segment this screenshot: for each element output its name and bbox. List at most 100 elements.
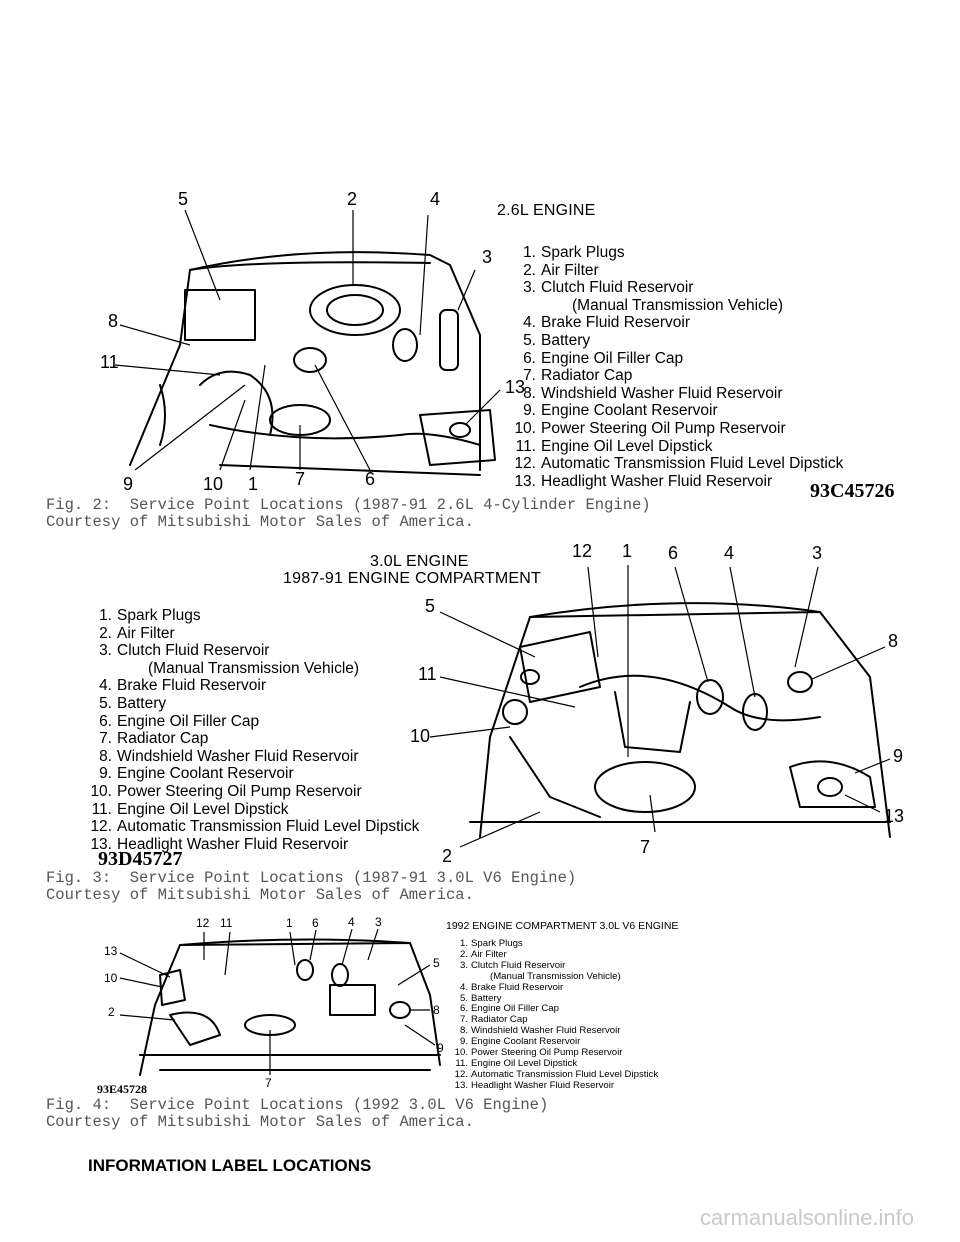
legend-list: 1.Spark Plugs 2.Air Filter 3.Clutch Flui… [86,607,419,853]
engine-title: 1992 ENGINE COMPARTMENT 3.0L V6 ENGINE [446,920,679,932]
legend-item: 6.Engine Oil Filler Cap [459,1003,559,1015]
figure-credit: Courtesy of Mitsubishi Motor Sales of Am… [46,1113,474,1131]
engine-title: 2.6L ENGINE [497,202,596,219]
callout-label: 5 [425,596,435,616]
engine-drawing-2-6l: 5 2 4 3 8 11 13 9 10 1 7 6 [100,189,525,494]
callout-label: 6 [668,543,678,563]
legend-item: 9.Engine Coolant Reservoir [459,1036,581,1048]
callout-label: 3 [375,915,382,929]
legend-item: 1.Spark Plugs [459,938,523,949]
legend-item: 9.Engine Coolant Reservoir [99,765,294,783]
callout-label: 12 [196,916,210,930]
callout-label: 7 [265,1076,272,1090]
legend-item: 11.Engine Oil Level Dipstick [91,800,289,818]
callout-label: 12 [572,541,592,561]
callout-label: 11 [220,916,233,930]
legend-item: 6.Engine Oil Filler Cap [523,349,684,367]
figure-credit: Courtesy of Mitsubishi Motor Sales of Am… [46,886,474,904]
legend-item: (Manual Transmission Vehicle) [572,296,784,314]
watermark-text: carmanualsonline.info [700,1205,915,1230]
legend-item: 13.Headlight Washer Fluid Reservoir [514,472,773,490]
legend-item: 3.Clutch Fluid Reservoir [459,959,566,971]
legend-item: 4.Brake Fluid Reservoir [99,677,267,695]
callout-label: 7 [640,837,650,857]
legend-item: 5.Battery [99,694,167,712]
engine-title: 3.0L ENGINE [370,553,469,570]
figure-caption: Fig. 2: Service Point Locations (1987-91… [46,496,651,514]
legend-item: 11.Engine Oil Level Dipstick [455,1057,578,1069]
legend-item: 2.Air Filter [99,624,175,642]
callout-label: 10 [104,971,118,985]
callout-label: 4 [430,189,440,209]
legend-item: 1.Spark Plugs [523,244,625,261]
callout-label: 10 [203,474,223,494]
callout-label: 3 [482,247,492,267]
callout-label: 8 [433,1003,440,1017]
legend-item: 7.Radiator Cap [459,1014,528,1026]
legend-list: 1.Spark Plugs 2.Air Filter 3.Clutch Flui… [452,938,659,1092]
legend-item: 8.Windshield Washer Fluid Reservoir [99,747,359,765]
legend-item: 5.Battery [459,992,502,1004]
figure-code: 93C45726 [810,480,895,502]
legend-item: 13.Headlight Washer Fluid Reservoir [454,1079,615,1091]
callout-label: 8 [108,311,118,331]
section-heading: INFORMATION LABEL LOCATIONS [88,1156,372,1175]
legend-item: 10.Power Steering Oil Pump Reservoir [454,1047,623,1059]
legend-item: 12.Automatic Transmission Fluid Level Di… [514,455,844,473]
legend-item: 2.Air Filter [523,261,599,279]
callout-label: 6 [312,916,319,930]
legend-item: 6.Engine Oil Filler Cap [99,712,260,730]
figure-code: 93D45727 [98,848,183,870]
callout-label: 13 [884,806,904,826]
legend-item: 10.Power Steering Oil Pump Reservoir [90,782,362,800]
legend-item: (Manual Transmission Vehicle) [490,970,621,982]
callout-label: 2 [108,1005,115,1019]
callout-label: 13 [505,377,525,397]
engine-drawing-3-0l-1992: 12 11 1 6 4 3 13 10 2 5 8 9 7 [104,915,444,1090]
legend-item: 4.Brake Fluid Reservoir [523,314,691,332]
figure-code: 93E45728 [97,1082,148,1096]
figure-credit: Courtesy of Mitsubishi Motor Sales of Am… [46,513,474,531]
legend-item: 13.Headlight Washer Fluid Reservoir [90,835,349,853]
callout-label: 4 [724,543,734,563]
callout-label: 9 [893,746,903,766]
legend-item: 5.Battery [523,331,591,349]
callout-label: 1 [622,541,632,561]
legend-item: 8.Windshield Washer Fluid Reservoir [523,384,783,402]
legend-item: (Manual Transmission Vehicle) [148,659,360,677]
engine-subtitle: 1987-91 ENGINE COMPARTMENT [283,570,542,587]
callout-label: 6 [365,469,375,489]
legend-item: 10.Power Steering Oil Pump Reservoir [514,419,786,437]
callout-label: 2 [442,846,452,866]
legend-item: 9.Engine Coolant Reservoir [523,402,718,420]
legend-item: 4.Brake Fluid Reservoir [459,981,564,993]
callout-label: 1 [248,474,258,494]
legend-item: 12.Automatic Transmission Fluid Level Di… [90,818,420,836]
callout-label: 13 [104,944,118,958]
callout-label: 9 [437,1041,444,1055]
callout-label: 1 [286,916,293,930]
callout-label: 10 [410,726,430,746]
engine-drawing-3-0l-1987-91: 12 1 6 4 3 5 8 11 10 9 13 2 7 [410,541,904,866]
legend-item: 12.Automatic Transmission Fluid Level Di… [454,1068,659,1080]
callout-label: 5 [178,189,188,209]
callout-label: 11 [100,352,119,372]
legend-list: 1.Spark Plugs 2.Air Filter 3.Clutch Flui… [510,244,843,490]
legend-item: 8.Windshield Washer Fluid Reservoir [459,1025,621,1037]
callout-label: 3 [812,543,822,563]
callout-label: 9 [123,474,133,494]
callout-label: 4 [348,915,355,929]
callout-label: 8 [888,631,898,651]
legend-item: 3.Clutch Fluid Reservoir [99,642,270,660]
legend-item: 7.Radiator Cap [99,730,209,748]
callout-label: 5 [433,956,440,970]
figure-caption: Fig. 3: Service Point Locations (1987-91… [46,869,577,887]
legend-item: 3.Clutch Fluid Reservoir [523,279,694,297]
legend-item: 11.Engine Oil Level Dipstick [515,437,713,455]
callout-label: 2 [347,189,357,209]
callout-label: 7 [295,469,305,489]
figure-caption: Fig. 4: Service Point Locations (1992 3.… [46,1096,549,1114]
legend-item: 7.Radiator Cap [523,367,633,385]
legend-item: 2.Air Filter [459,948,507,960]
legend-item: 1.Spark Plugs [99,607,201,624]
